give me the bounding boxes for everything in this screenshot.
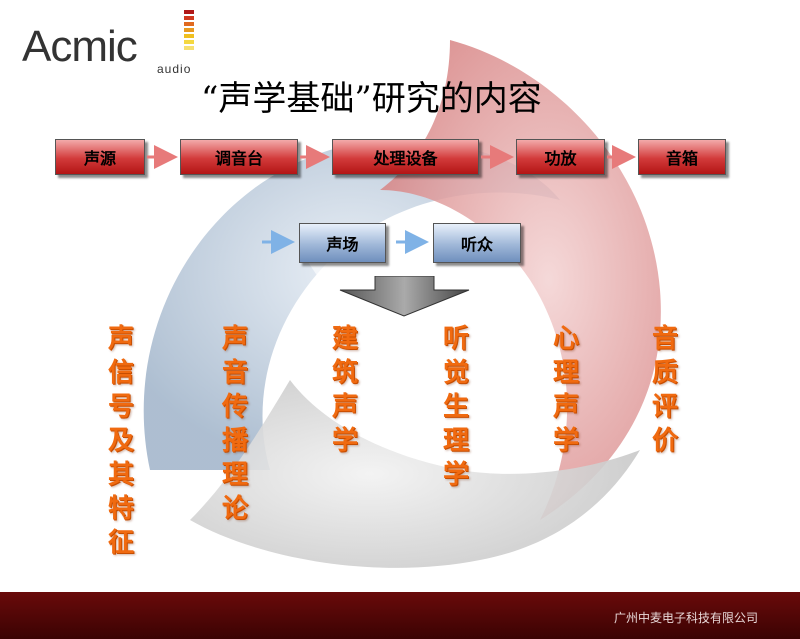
topic-char: 生 bbox=[443, 392, 470, 422]
footer-bar: 广州中麦电子科技有限公司 bbox=[0, 592, 800, 639]
topic-sound-quality-evaluation: 音质评价 bbox=[652, 322, 678, 458]
topic-char: 理 bbox=[222, 460, 249, 490]
topic-char: 特 bbox=[108, 494, 135, 524]
topic-signal-characteristics: 声信号及其特征 bbox=[108, 322, 134, 560]
down-arrow-icon bbox=[339, 276, 470, 317]
flow-arrows bbox=[147, 145, 636, 254]
topic-char: 及 bbox=[108, 426, 135, 456]
topic-char: 信 bbox=[108, 358, 135, 388]
topic-char: 学 bbox=[553, 426, 580, 456]
topic-psychoacoustics: 心理声学 bbox=[553, 322, 579, 458]
flow-node-sound-source: 声源 bbox=[55, 139, 145, 175]
topic-char: 听 bbox=[443, 324, 470, 354]
topic-char: 理 bbox=[553, 358, 580, 388]
topic-char: 学 bbox=[443, 460, 470, 490]
flow-node-mixer: 调音台 bbox=[180, 139, 298, 175]
topic-char: 播 bbox=[222, 426, 249, 456]
topic-char: 传 bbox=[222, 392, 249, 422]
flow-node-sound-field: 声场 bbox=[299, 223, 386, 263]
topic-char: 价 bbox=[652, 426, 679, 456]
topic-char: 征 bbox=[108, 528, 135, 558]
page-title: “声学基础”研究的内容 bbox=[201, 79, 542, 119]
flow-node-amplifier: 功放 bbox=[516, 139, 605, 175]
topic-char: 音 bbox=[652, 324, 679, 354]
logo-subtext: audio bbox=[157, 62, 192, 76]
logo-wordmark: Acmic bbox=[22, 22, 138, 71]
topic-char: 觉 bbox=[443, 358, 470, 388]
company-logo: Acmic audio bbox=[22, 10, 194, 76]
topic-char: 论 bbox=[222, 494, 249, 524]
logo-level-meter-graphic bbox=[184, 10, 194, 50]
flow-node-audience: 听众 bbox=[433, 223, 521, 263]
topic-char: 筑 bbox=[332, 358, 359, 388]
topic-char: 声 bbox=[108, 324, 135, 354]
topic-auditory-physiology: 听觉生理学 bbox=[443, 322, 469, 492]
topic-char: 声 bbox=[222, 324, 249, 354]
topic-char: 号 bbox=[108, 392, 135, 422]
flow-node-speaker: 音箱 bbox=[638, 139, 726, 175]
topic-char: 质 bbox=[652, 358, 679, 388]
topic-char: 建 bbox=[332, 324, 359, 354]
topic-char: 声 bbox=[332, 392, 359, 422]
topic-char: 学 bbox=[332, 426, 359, 456]
topic-char: 声 bbox=[553, 392, 580, 422]
topic-char: 音 bbox=[222, 358, 249, 388]
topic-char: 其 bbox=[108, 460, 135, 490]
footer-company-name: 广州中麦电子科技有限公司 bbox=[613, 611, 758, 625]
topic-char: 心 bbox=[553, 324, 580, 354]
topic-propagation-theory: 声音传播理论 bbox=[222, 322, 248, 526]
flow-node-processor: 处理设备 bbox=[332, 139, 479, 175]
topic-architectural-acoustics: 建筑声学 bbox=[332, 322, 358, 458]
topic-char: 理 bbox=[443, 426, 470, 456]
topic-char: 评 bbox=[652, 392, 679, 422]
